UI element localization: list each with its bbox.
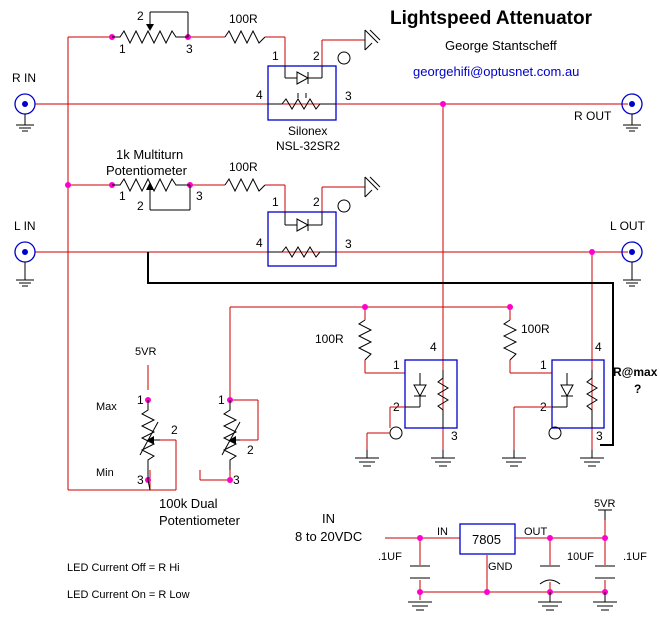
- top-ldr-pin3: 3: [345, 89, 352, 103]
- dual-b-pin2: 2: [247, 443, 254, 457]
- dual-a-pin3: 3: [137, 473, 144, 487]
- right-shunt-ldr: [551, 359, 605, 429]
- shunt-grounds: [355, 406, 604, 467]
- dual-pot-label-line1: 100k Dual: [159, 496, 218, 511]
- regulator-7805: [459, 523, 516, 555]
- left-shunt-pin1: 1: [393, 358, 400, 372]
- top-ldr-pin4: 4: [256, 88, 263, 102]
- mid-pot-pin1: 1: [119, 189, 126, 203]
- mid-resistor-label: 100R: [229, 160, 258, 174]
- r-at-max-question: ?: [634, 382, 641, 396]
- max-label: Max: [96, 401, 117, 413]
- supply-ground: [408, 509, 617, 611]
- mid-pot-pin2: 2: [137, 199, 144, 213]
- right-shunt-pin4: 4: [595, 340, 602, 354]
- dual-a-pin1: 1: [137, 393, 144, 407]
- cap-mid-label: 10UF: [567, 551, 594, 563]
- mid-pot-pin3: 3: [196, 189, 203, 203]
- dual-pot-section-a: [139, 400, 160, 491]
- left-shunt-ldr: [404, 359, 458, 429]
- supply-voltage-range: 8 to 20VDC: [295, 529, 362, 544]
- mid-ldr-pin3: 3: [345, 237, 352, 251]
- left-shunt-nc-terminal: [389, 426, 403, 440]
- note-led-off: LED Current Off = R Hi: [67, 562, 180, 574]
- shunt-resistor-right: [502, 319, 518, 361]
- r-out-label: R OUT: [574, 109, 612, 123]
- mid-ldr-pin2: 2: [313, 195, 320, 209]
- dual-b-pin1: 1: [218, 393, 225, 407]
- sense-wires: [147, 252, 614, 446]
- top-nc-terminal: [337, 51, 351, 65]
- regulator-out-pin: OUT: [524, 526, 548, 538]
- r-out-connector: [621, 93, 643, 132]
- author: George Stantscheff: [445, 38, 557, 53]
- regulator-in-pin: IN: [437, 526, 448, 538]
- regulator-gnd-pin: GND: [488, 561, 513, 573]
- l-out-label: L OUT: [610, 219, 646, 233]
- multiturn-label-line2: Potentiometer: [106, 163, 188, 178]
- electrolytic-capacitor: [539, 565, 561, 585]
- top-pot-pin1: 1: [119, 42, 126, 56]
- mid-ldr-pin4: 4: [256, 236, 263, 250]
- junction-dots: [65, 34, 608, 595]
- l-in-label: L IN: [14, 219, 36, 233]
- mid-series-resistor: [224, 177, 266, 193]
- dual-pot-section-b: [221, 400, 241, 470]
- top-series-resistor: [224, 29, 266, 45]
- right-shunt-pin3: 3: [596, 429, 603, 443]
- top-ldr-pin1: 1: [272, 49, 279, 63]
- note-led-on: LED Current On = R Low: [67, 589, 190, 601]
- mid-nc-terminal: [337, 199, 351, 213]
- output-capacitor: [595, 565, 615, 579]
- r-at-max-label: R@max: [613, 365, 658, 379]
- top-ldr-optocoupler: [267, 65, 337, 121]
- r-in-connector: [14, 93, 36, 132]
- right-shunt-pin1: 1: [540, 358, 547, 372]
- regulator-label: 7805: [472, 532, 501, 547]
- l-in-connector: [14, 241, 36, 287]
- cap-out-label: .1UF: [623, 551, 647, 563]
- shunt-right-label: 100R: [521, 322, 550, 336]
- input-capacitor: [410, 565, 430, 579]
- top-ldr-pin2: 2: [313, 49, 320, 63]
- silonex-label: Silonex: [288, 124, 327, 138]
- multiturn-label-line1: 1k Multiturn: [116, 147, 183, 162]
- left-shunt-pin4: 4: [430, 340, 437, 354]
- top-trim-potentiometer: [112, 11, 189, 45]
- signal-wires: [35, 36, 628, 600]
- top-pot-pin2: 2: [137, 9, 144, 23]
- title: Lightspeed Attenuator: [390, 8, 593, 29]
- ldr-part-number: NSL-32SR2: [276, 139, 340, 153]
- 5vr-rail-label: 5VR: [135, 346, 156, 358]
- r-in-label: R IN: [12, 71, 36, 85]
- mid-chassis-ground: [364, 176, 381, 198]
- top-chassis-ground: [364, 29, 381, 51]
- shunt-resistor-left: [357, 319, 373, 361]
- multiturn-potentiometer: [112, 177, 191, 211]
- top-resistor-label: 100R: [229, 12, 258, 26]
- shunt-left-label: 100R: [315, 332, 344, 346]
- right-shunt-nc-terminal: [548, 426, 562, 440]
- dual-a-pin2: 2: [171, 423, 178, 437]
- dual-pot-label-line2: Potentiometer: [159, 513, 241, 528]
- cap-in-label: .1UF: [378, 551, 402, 563]
- email: georgehifi@optusnet.com.au: [413, 64, 579, 79]
- mid-ldr-pin1: 1: [272, 195, 279, 209]
- top-pot-pin3: 3: [186, 42, 193, 56]
- dual-b-pin3: 3: [233, 473, 240, 487]
- supply-in-label: IN: [322, 511, 335, 526]
- mid-ldr-optocoupler: [267, 211, 337, 267]
- 5vr-output-label: 5VR: [594, 498, 615, 510]
- min-label: Min: [96, 467, 114, 479]
- left-shunt-pin3: 3: [451, 429, 458, 443]
- l-out-connector: [621, 241, 643, 287]
